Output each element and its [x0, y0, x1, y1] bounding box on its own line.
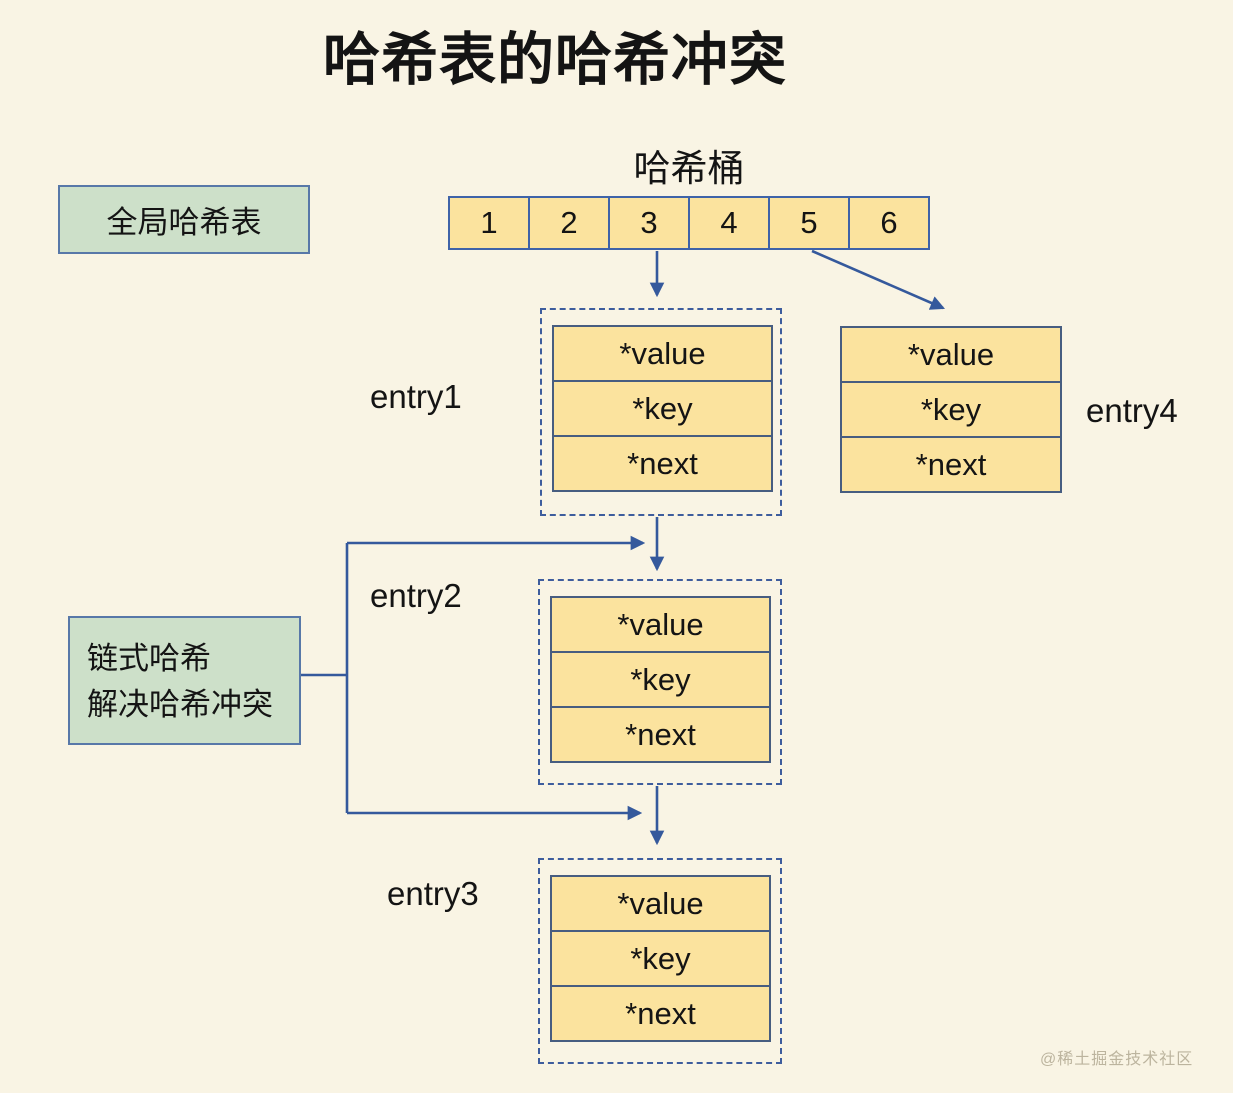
entry1-fields: *value *key *next	[552, 325, 773, 492]
bucket-cell-4: 4	[688, 196, 770, 250]
watermark: @稀土掘金技术社区	[1040, 1051, 1194, 1068]
entry-field-key: *key	[552, 380, 773, 437]
entry4-label: entry4	[1086, 392, 1178, 429]
entry-field-key: *key	[840, 381, 1062, 438]
entry-field-key: *key	[550, 930, 771, 987]
entry1-node: *value *key *next	[540, 308, 782, 516]
entry-field-next: *next	[552, 435, 773, 492]
global-hash-table-label: 全局哈希表	[106, 205, 262, 240]
chained-hash-line1: 链式哈希	[87, 641, 211, 676]
bucket-cell-6: 6	[848, 196, 930, 250]
entry-field-key: *key	[550, 651, 771, 708]
entry-field-value: *value	[840, 326, 1062, 383]
entry4-node: *value *key *next	[840, 326, 1062, 493]
entry3-node: *value *key *next	[538, 858, 782, 1064]
entry3-label: entry3	[387, 875, 479, 912]
page-title: 哈希表的哈希冲突	[323, 28, 787, 92]
entry2-label: entry2	[370, 577, 462, 614]
connector-bucket5-to-entry4	[811, 249, 946, 310]
entry2-fields: *value *key *next	[550, 596, 771, 763]
entry3-fields: *value *key *next	[550, 875, 771, 1042]
bucket-cell-2: 2	[528, 196, 610, 250]
hash-bucket-row: 1 2 3 4 5 6	[448, 196, 930, 250]
bucket-cell-5: 5	[768, 196, 850, 250]
bucket-cell-1: 1	[448, 196, 530, 250]
entry-field-next: *next	[550, 706, 771, 763]
entry-field-next: *next	[840, 436, 1062, 493]
entry-field-next: *next	[550, 985, 771, 1042]
hash-bucket-label: 哈希桶	[633, 148, 745, 189]
entry-field-value: *value	[552, 325, 773, 382]
entry1-label: entry1	[370, 378, 462, 415]
entry2-node: *value *key *next	[538, 579, 782, 785]
chained-hash-box: 链式哈希 解决哈希冲突	[68, 616, 301, 745]
global-hash-table-box: 全局哈希表	[58, 185, 310, 254]
chained-hash-line2: 解决哈希冲突	[87, 687, 273, 722]
bucket-cell-3: 3	[608, 196, 690, 250]
entry-field-value: *value	[550, 875, 771, 932]
entry-field-value: *value	[550, 596, 771, 653]
